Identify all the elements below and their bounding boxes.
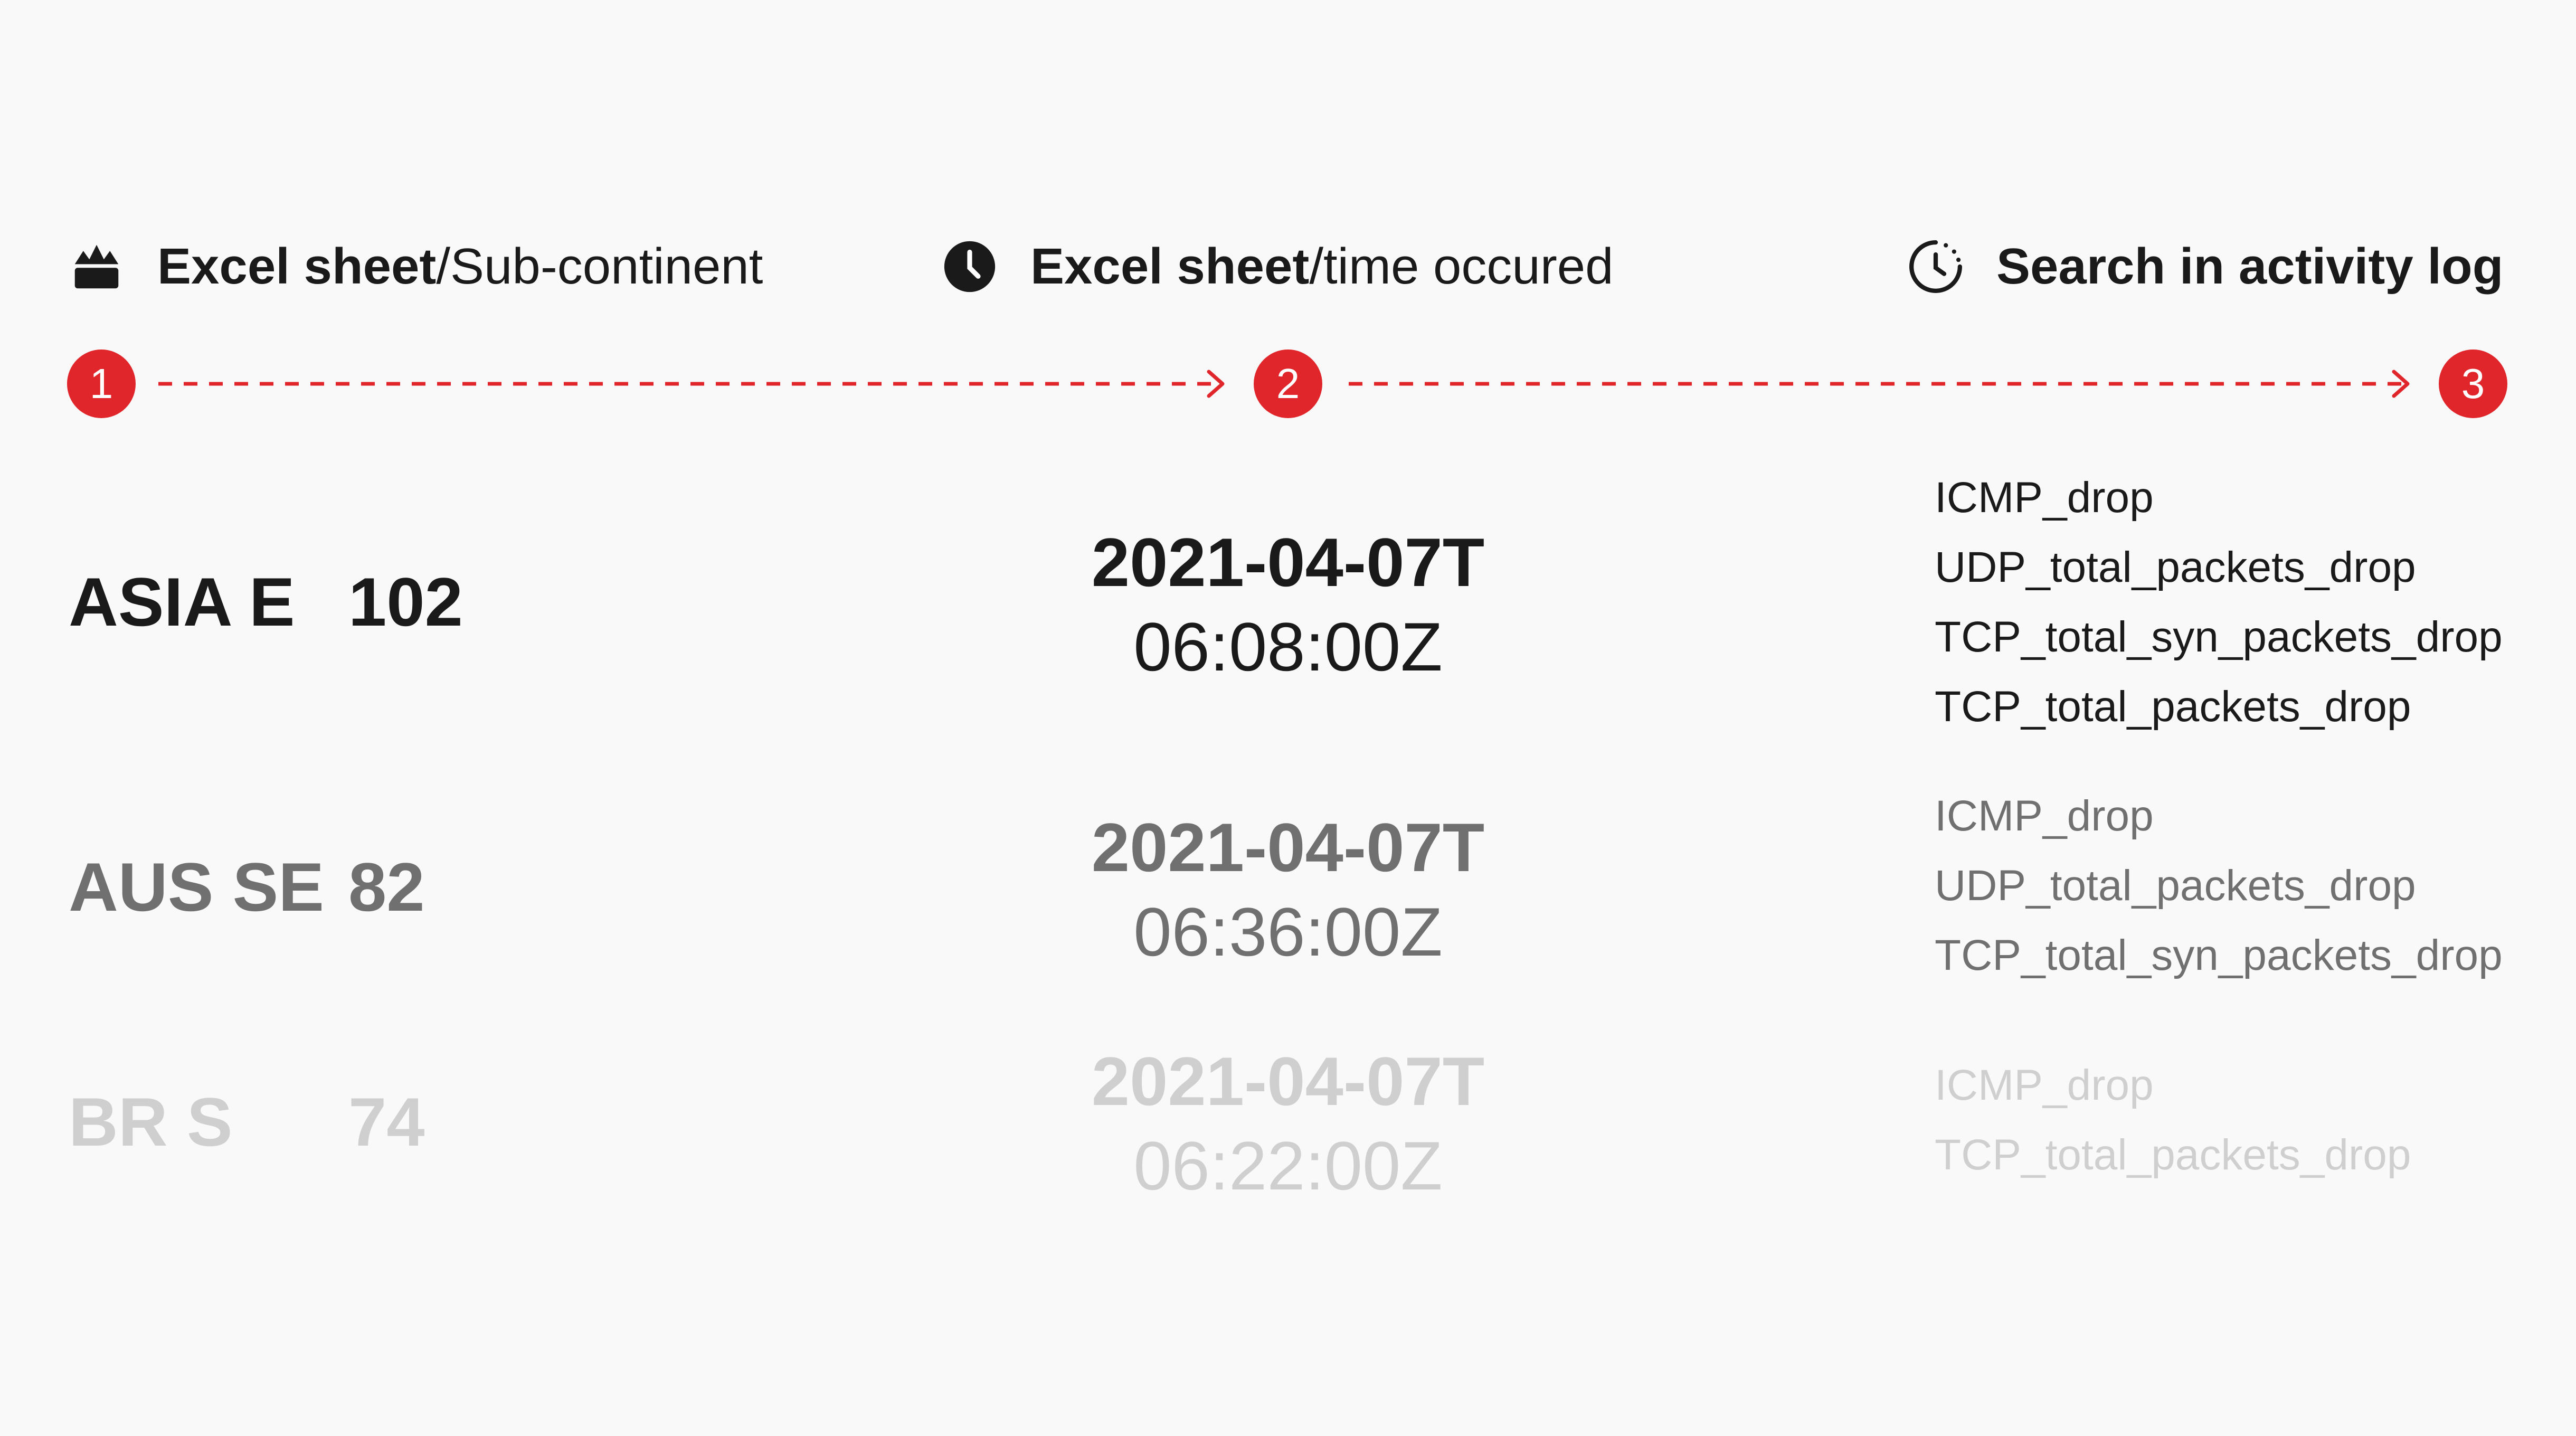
dashed-arrow xyxy=(158,359,1230,409)
region-label: ASIA E 102 xyxy=(69,562,463,641)
region-count: 82 xyxy=(348,848,425,925)
region-name: AUS SE xyxy=(69,848,325,925)
header-bold-label: Excel sheet xyxy=(1030,238,1310,295)
header-bold-label: Search in activity log xyxy=(1996,238,2504,295)
metric-list: ICMP_drop UDP_total_packets_drop TCP_tot… xyxy=(1935,781,2503,990)
dashed-arrow xyxy=(1349,359,2415,409)
timestamp-date: 2021-04-07T xyxy=(1091,1043,1485,1120)
region-name: ASIA E xyxy=(69,563,295,640)
step-2-badge: 2 xyxy=(1254,349,1322,418)
history-icon xyxy=(1907,238,1965,296)
timestamp: 2021-04-07T 06:22:00Z xyxy=(992,1039,1584,1208)
timestamp-time: 06:22:00Z xyxy=(1133,1127,1443,1204)
metric-item: ICMP_drop xyxy=(1935,474,2154,522)
header-time-occured: Excel sheet/time occured xyxy=(941,232,1614,301)
timestamp-time: 06:36:00Z xyxy=(1133,893,1443,970)
timestamp-time: 06:08:00Z xyxy=(1133,608,1443,685)
timestamp-date: 2021-04-07T xyxy=(1091,809,1485,886)
header-sub-continent: Excel sheet/Sub-continent xyxy=(68,232,763,301)
region-count: 102 xyxy=(348,563,463,640)
metric-item: ICMP_drop xyxy=(1935,1061,2154,1109)
header-activity-log: Search in activity log xyxy=(1907,232,2503,301)
metric-item: TCP_total_packets_drop xyxy=(1935,1131,2411,1179)
timestamp: 2021-04-07T 06:36:00Z xyxy=(992,805,1584,974)
header-sub-label: /Sub-continent xyxy=(436,238,763,295)
metric-item: UDP_total_packets_drop xyxy=(1935,862,2416,910)
region-name: BR S xyxy=(69,1083,233,1160)
metric-list: ICMP_drop TCP_total_packets_drop xyxy=(1935,1051,2411,1190)
timestamp-date: 2021-04-07T xyxy=(1091,524,1485,601)
metric-list: ICMP_drop UDP_total_packets_drop TCP_tot… xyxy=(1935,463,2503,742)
step-1-badge: 1 xyxy=(67,349,136,418)
header-bold-label: Excel sheet xyxy=(157,238,437,295)
region-label: AUS SE 82 xyxy=(69,847,425,927)
metric-item: TCP_total_syn_packets_drop xyxy=(1935,613,2503,661)
timestamp: 2021-04-07T 06:08:00Z xyxy=(992,520,1584,689)
clock-icon xyxy=(941,238,999,296)
metric-item: ICMP_drop xyxy=(1935,792,2154,840)
header-sub-label: /time occured xyxy=(1309,238,1614,295)
metric-item: TCP_total_syn_packets_drop xyxy=(1935,931,2503,979)
crown-icon xyxy=(68,238,126,296)
step-3-badge: 3 xyxy=(2439,349,2507,418)
region-label: BR S 74 xyxy=(69,1082,425,1161)
metric-item: TCP_total_packets_drop xyxy=(1935,683,2411,731)
metric-item: UDP_total_packets_drop xyxy=(1935,543,2416,591)
region-count: 74 xyxy=(348,1083,425,1160)
